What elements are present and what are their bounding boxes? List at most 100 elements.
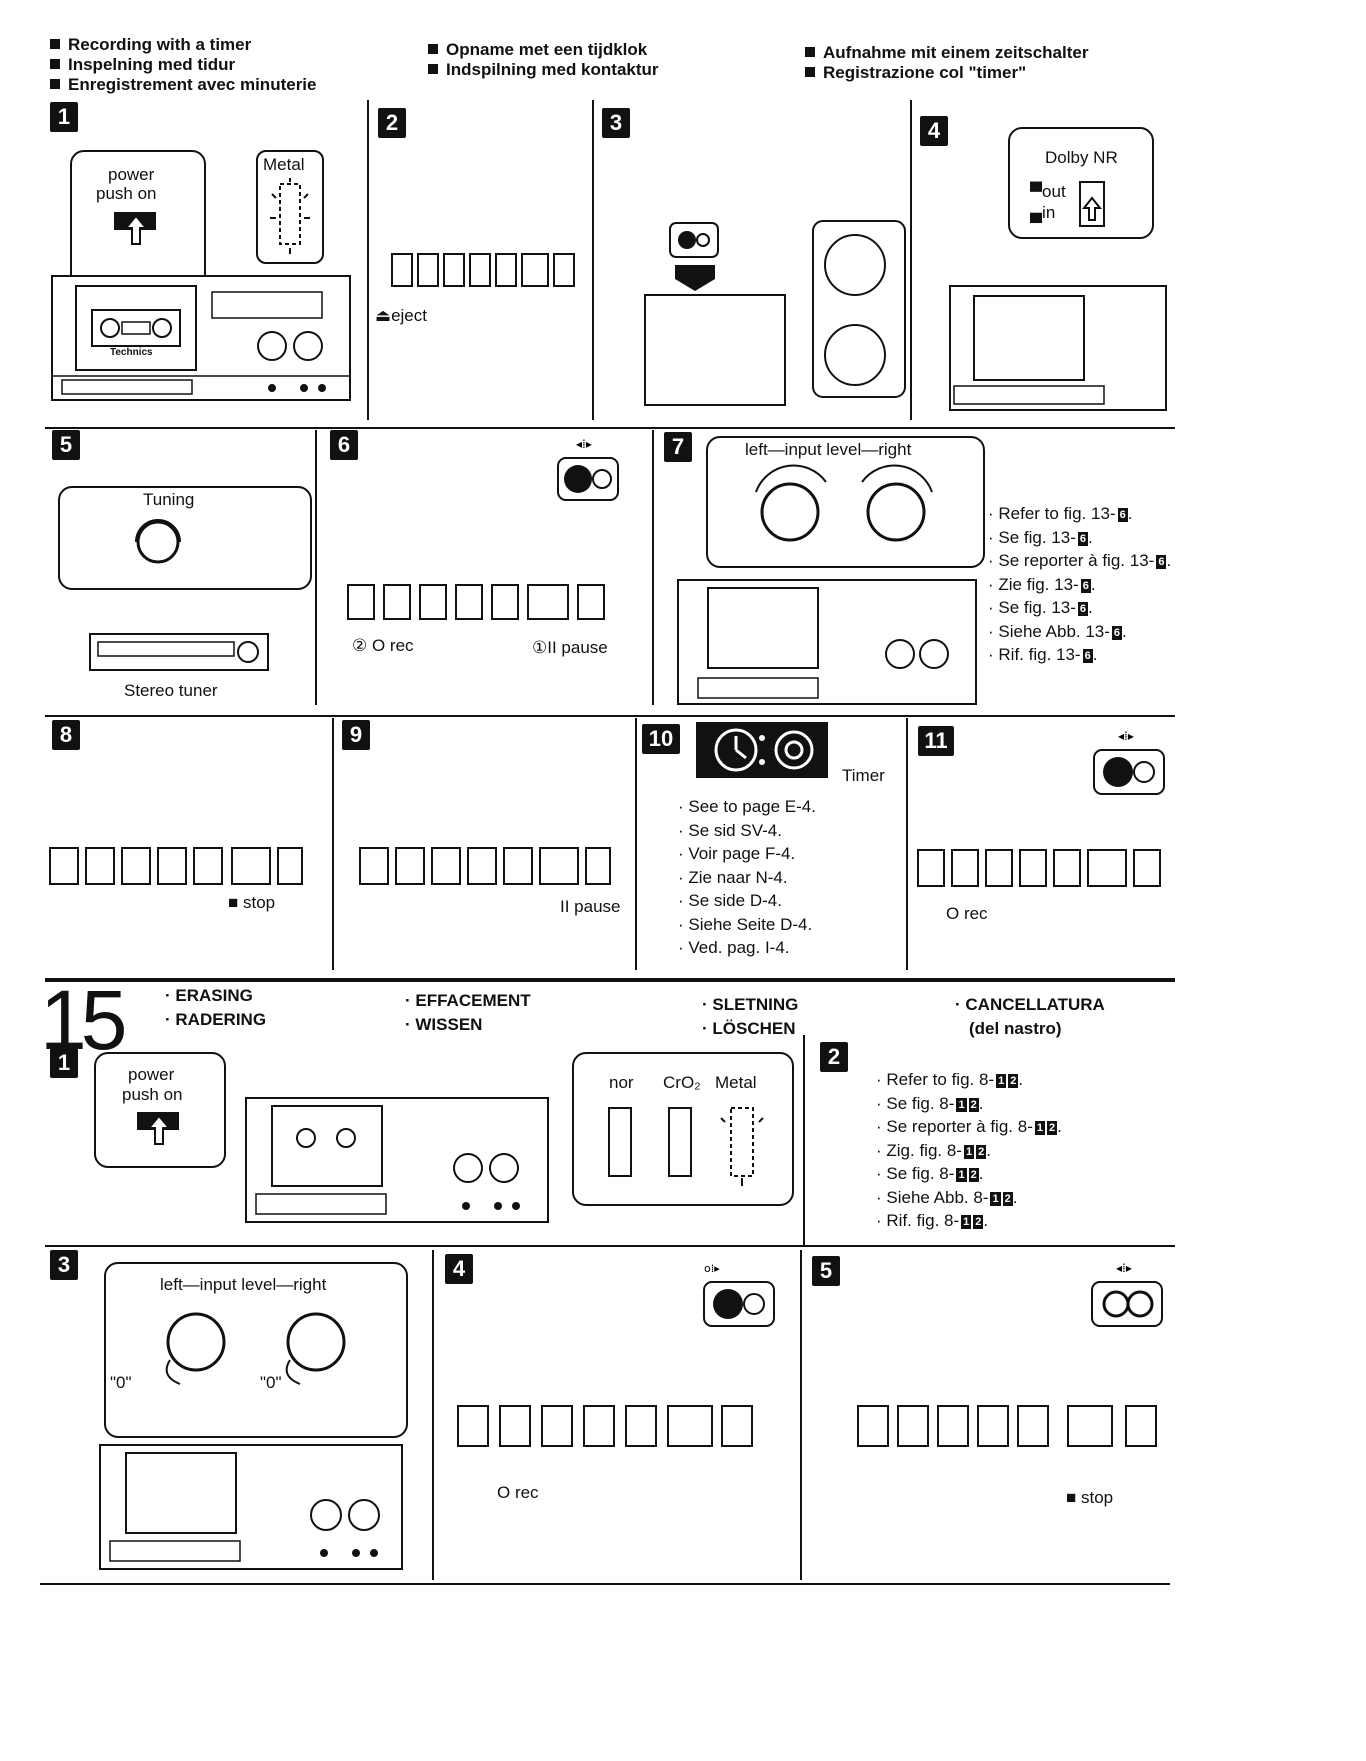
refer-item: Siehe Abb. 8- xyxy=(886,1187,989,1207)
metal-callout xyxy=(256,150,324,264)
cassette-insert-illustration xyxy=(644,220,906,406)
header-title-4: Opname met een tijdklok xyxy=(446,40,648,59)
cassette-deck-illustration xyxy=(99,1444,403,1570)
divider xyxy=(367,100,369,420)
header-col3: Aufnahme mit einem zeitschalter Registra… xyxy=(805,43,1088,83)
header-title-3: Enregistrement avec minuterie xyxy=(68,75,317,94)
power-button-icon xyxy=(114,212,156,245)
tuning-label: Tuning xyxy=(143,490,195,509)
step-8: 8 xyxy=(52,720,80,750)
divider xyxy=(652,430,654,705)
transport-keys-icon xyxy=(857,1405,1157,1447)
transport-keys-icon xyxy=(347,584,605,620)
tape-type-cro2: CrO₂ xyxy=(663,1073,701,1092)
transport-keys-icon xyxy=(359,847,611,885)
input-level-label: left—input level—right xyxy=(745,440,912,459)
tape-type-metal: Metal xyxy=(715,1073,757,1092)
stop-label: ■ stop xyxy=(228,893,276,912)
header-col1: Recording with a timer Inspelning med ti… xyxy=(50,35,316,95)
divider xyxy=(910,100,912,420)
push-on-label: push on xyxy=(96,184,157,203)
tuning-knob-icon xyxy=(135,519,181,564)
eject-icon: ⏏ xyxy=(375,306,392,325)
svg-text:o⁞▸: o⁞▸ xyxy=(704,1262,720,1275)
transport-keys-icon xyxy=(457,1405,753,1447)
divider xyxy=(315,430,317,705)
input-level-callout xyxy=(104,1262,408,1438)
timer-ref-item: Se side D-4. xyxy=(678,889,816,913)
transport-keys-icon xyxy=(391,253,575,287)
refer-item: Refer to fig. 8- xyxy=(886,1070,995,1089)
timer-label: Timer xyxy=(842,766,885,785)
section-title: RADERING xyxy=(175,1010,267,1029)
power-label: power xyxy=(128,1065,175,1084)
header-title-5: Indspilning med kontaktur xyxy=(446,60,659,79)
step-6: 6 xyxy=(330,430,358,460)
section-title-col3: · SLETNING · LÖSCHEN xyxy=(702,995,799,1038)
header-title-1: Recording with a timer xyxy=(68,35,252,54)
stereo-tuner-illustration xyxy=(89,633,269,671)
refer-item: Zig. fig. 8- xyxy=(886,1140,962,1160)
step-7: 7 xyxy=(664,432,692,462)
eject-label: ⏏eject xyxy=(375,306,427,325)
section-title-col2: · EFFACEMENT · WISSEN xyxy=(405,991,531,1034)
refer-item: Se reporter à fig. 13- xyxy=(998,551,1155,570)
timer-ref-item: See to page E-4. xyxy=(678,795,816,819)
cassette-deck-illustration xyxy=(245,1097,549,1223)
header-title-6: Aufnahme mit einem zeitschalter xyxy=(823,43,1089,62)
stop-label: ■ stop xyxy=(1066,1488,1114,1507)
rec-label: O rec xyxy=(497,1483,539,1502)
refer-fig8-list: Refer to fig. 8-12. Se fig. 8-12. Se rep… xyxy=(876,1068,1061,1233)
erase-step-3: 3 xyxy=(50,1250,78,1280)
cassette-deck-illustration xyxy=(51,275,351,401)
timer-ref-item: Siehe Seite D-4. xyxy=(678,913,816,937)
cassette-deck-illustration xyxy=(949,285,1167,411)
step-3: 3 xyxy=(602,108,630,138)
zero-label-right: "0" xyxy=(260,1373,282,1392)
refer-fig13-list: Refer to fig. 13-6. Se fig. 13-6. Se rep… xyxy=(988,502,1171,667)
divider xyxy=(800,1250,802,1580)
refer-item: Se fig. 8- xyxy=(886,1164,955,1183)
stop-icon: ■ xyxy=(228,893,243,912)
divider xyxy=(40,1583,1170,1585)
refer-item: Se fig. 8- xyxy=(886,1093,955,1113)
divider xyxy=(635,718,637,970)
divider xyxy=(45,715,1175,717)
dolby-in-label: ▄in xyxy=(1030,203,1056,222)
refer-item: Siehe Abb. 13- xyxy=(998,621,1110,641)
svg-text:◂⁞▸: ◂⁞▸ xyxy=(1118,729,1134,743)
power-button-icon xyxy=(137,1112,179,1145)
divider xyxy=(803,1035,805,1245)
erase-step-2: 2 xyxy=(820,1042,848,1072)
cassette-deck-illustration xyxy=(677,579,977,705)
input-level-knobs-icon xyxy=(165,1312,346,1385)
refer-item: Rif. fig. 8- xyxy=(886,1211,960,1230)
power-label: power xyxy=(108,165,155,184)
dolby-out-label: ▀out xyxy=(1030,182,1066,201)
push-on-label: push on xyxy=(122,1085,183,1104)
stop-icon: ■ xyxy=(1066,1488,1081,1507)
section-subtitle: (del nastro) xyxy=(969,1019,1062,1038)
refer-item: Se fig. 13- xyxy=(998,598,1076,617)
transport-keys-icon xyxy=(49,847,303,885)
step-1: 1 xyxy=(50,102,78,132)
refer-item: Rif. fig. 13- xyxy=(998,645,1081,664)
section-title: WISSEN xyxy=(415,1015,483,1034)
tape-type-nor: nor xyxy=(609,1073,634,1092)
divider xyxy=(592,100,594,420)
section-title: SLETNING xyxy=(712,995,799,1014)
erase-step-5: 5 xyxy=(812,1256,840,1286)
metal-label: Metal xyxy=(263,155,305,174)
header-col2: Opname met een tijdklok Indspilning med … xyxy=(428,40,659,80)
divider xyxy=(332,718,334,970)
header-title-7: Registrazione col "timer" xyxy=(823,63,1027,82)
rec-label: O rec xyxy=(946,904,988,923)
transport-keys-icon xyxy=(917,849,1161,887)
input-level-callout xyxy=(706,436,985,568)
record-pause-display-icon: ◂⁞▸ xyxy=(557,437,619,501)
zero-label-left: "0" xyxy=(110,1373,132,1392)
step-9: 9 xyxy=(342,720,370,750)
timer-ref-item: Voir page F-4. xyxy=(678,842,816,866)
section-title-col1: · ERASING · RADERING xyxy=(165,986,267,1029)
step-4: 4 xyxy=(920,116,948,146)
